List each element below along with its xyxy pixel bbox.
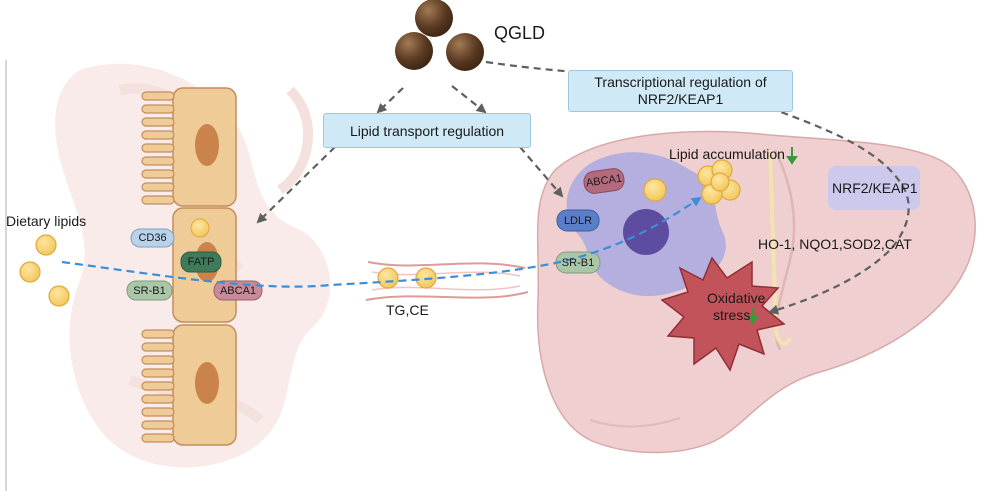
lipid-transport-label: Lipid transport regulation (349, 122, 505, 139)
qgld-herb-balls (395, 0, 484, 71)
transcriptional-line2: NRF2/KEAP1 (637, 91, 724, 107)
qgld-ball (415, 0, 453, 37)
hepatocyte-nucleus (623, 209, 669, 255)
antioxidant-enzymes-label: HO-1, NQO1,SOD2,CAT (758, 236, 912, 252)
oxidative-stress-label-line1: Oxidative (707, 290, 766, 306)
transcriptional-line1: Transcriptional regulation of (594, 74, 767, 90)
receptor-cd36 (130, 228, 175, 248)
lipid-accumulation-cluster (697, 159, 741, 205)
liver-receptors (555, 168, 625, 274)
receptor-abca1-liver (583, 168, 625, 194)
receptor-ldlr (556, 209, 600, 232)
nrf2-keap1-label: NRF2/KEAP1 (832, 180, 918, 196)
ldlr-label: LDLR (563, 214, 593, 227)
gray-dashed-arrows (256, 60, 910, 315)
lipid-droplet (19, 261, 41, 283)
arrow-transcriptional-to-stress (768, 106, 910, 315)
arrow-qgld-to-lipid-box-right (451, 85, 487, 114)
qgld-ball (446, 33, 484, 71)
lipid-droplet (190, 218, 210, 238)
dietary-lipid-droplets (19, 234, 70, 307)
arrow-to-liver (519, 146, 564, 198)
oxidative-stress-label-line2: stress (713, 307, 751, 323)
lipid-droplet (48, 285, 70, 307)
lipid-droplet (35, 234, 57, 256)
cell-nucleus (195, 362, 219, 404)
down-arrows (747, 147, 798, 325)
receptor-fatp (180, 251, 222, 273)
qgld-ball (395, 32, 433, 70)
abca1-intestine-label: ABCA1 (219, 284, 257, 297)
lipid-transport-box: Lipid transport regulation (323, 113, 531, 148)
oxidative-stress-down-arrowhead (747, 316, 759, 325)
srb1-intestine-label: SR-B1 (133, 284, 166, 297)
lipoprotein-droplet (377, 267, 399, 289)
qgld-title: QGLD (494, 23, 546, 43)
dietary-lipids-label: Dietary lipids (6, 213, 87, 229)
fatp-label: FATP (187, 256, 215, 268)
tg-ce-label: TG,CE (386, 302, 429, 318)
transcriptional-regulation-box: Transcriptional regulation of NRF2/KEAP1 (568, 70, 793, 112)
lipid-flow-arrow (61, 196, 702, 288)
lipid-accumulation-label: Lipid accumulation (669, 146, 785, 162)
lipid-accumulation-down-arrowhead (786, 156, 798, 165)
lipid-droplet (643, 178, 667, 202)
arrow-to-intestine (256, 146, 336, 224)
srb1-liver-label: SR-B1 (561, 256, 595, 269)
microvilli (141, 91, 175, 443)
oxidative-stress-star (660, 256, 786, 372)
receptor-srb1 (126, 280, 173, 301)
arrow-qgld-to-lipid-box (376, 87, 404, 114)
cell-nucleus (195, 124, 219, 166)
cd36-label: CD36 (138, 232, 167, 244)
